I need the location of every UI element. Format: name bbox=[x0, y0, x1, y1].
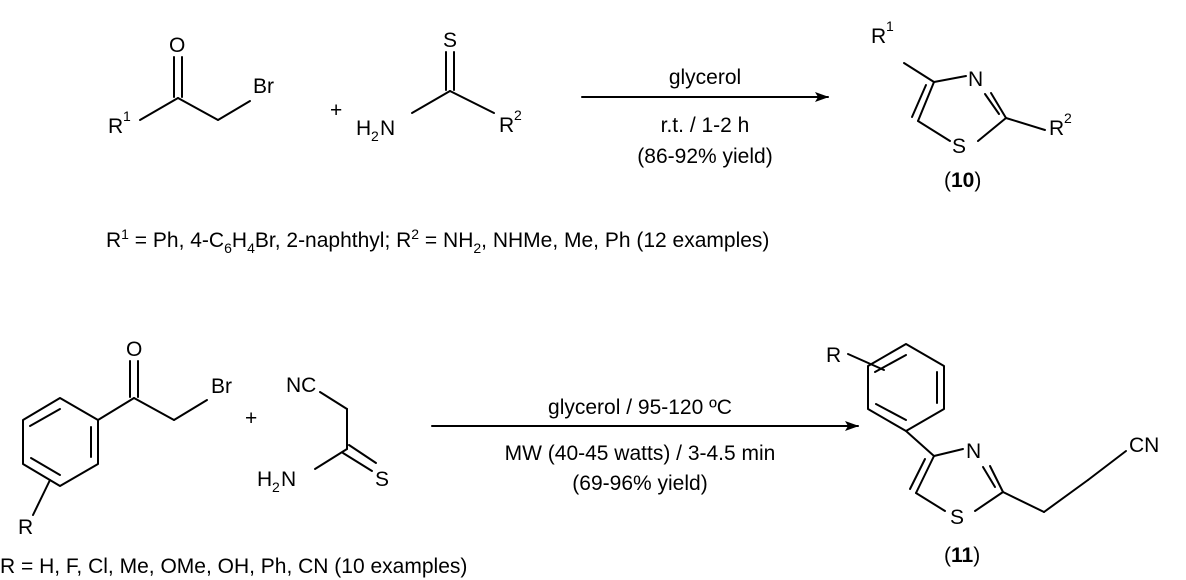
conditions-reagent: glycerol bbox=[669, 66, 741, 89]
atom-o: O bbox=[126, 338, 142, 361]
bond bbox=[984, 93, 1000, 115]
bond bbox=[989, 465, 1004, 493]
bond bbox=[911, 84, 927, 118]
scheme1-thiazole-product: R 1 N S R 2 (10) bbox=[871, 18, 1072, 192]
bond bbox=[1005, 117, 1046, 131]
atom-br: Br bbox=[211, 375, 232, 398]
compound-label-10: (10) bbox=[944, 169, 981, 192]
bond bbox=[933, 448, 964, 457]
bond bbox=[139, 97, 179, 121]
bond bbox=[97, 397, 135, 421]
bond bbox=[314, 448, 348, 470]
conditions-time: r.t. / 1-2 h bbox=[661, 114, 750, 137]
bond bbox=[173, 399, 208, 421]
atom-r2-sup: 2 bbox=[1064, 110, 1072, 126]
bond bbox=[974, 491, 1004, 512]
bond bbox=[411, 90, 451, 114]
bond bbox=[319, 391, 348, 410]
bond bbox=[933, 75, 967, 83]
bond bbox=[977, 117, 1007, 142]
bond bbox=[874, 354, 907, 373]
atom-h2n-n: N bbox=[380, 117, 395, 140]
bond bbox=[133, 397, 175, 421]
scheme1-thioamide: S H 2 N R 2 bbox=[356, 29, 522, 144]
benzene-ring bbox=[22, 397, 99, 487]
bond bbox=[903, 62, 935, 83]
conditions-yield: (69-96% yield) bbox=[572, 472, 707, 495]
atom-cn: CN bbox=[1129, 434, 1159, 457]
bond bbox=[915, 455, 935, 494]
atom-h2n-h: H bbox=[356, 117, 371, 140]
atom-n: N bbox=[966, 440, 981, 463]
conditions-line1: glycerol / 95-120 ºC bbox=[548, 396, 732, 419]
scheme1: O Br R 1 + S H 2 N R 2 glycerol r.t. / 1… bbox=[106, 18, 1072, 256]
plus-sign: + bbox=[245, 407, 257, 430]
conditions-yield: (86-92% yield) bbox=[637, 145, 772, 168]
bond bbox=[982, 466, 996, 488]
bond bbox=[909, 458, 926, 490]
atom-nc: NC bbox=[286, 374, 316, 397]
atom-h2n-2: 2 bbox=[272, 479, 280, 495]
atom-s: S bbox=[950, 506, 964, 529]
scheme2-bromoacetophenone: O Br R bbox=[18, 338, 232, 539]
scheme2-thiazole-product: R N S CN (11) bbox=[826, 343, 1159, 567]
bond bbox=[342, 452, 373, 472]
atom-s: S bbox=[375, 468, 389, 491]
bond bbox=[1002, 491, 1045, 513]
bond bbox=[348, 444, 377, 464]
bond bbox=[29, 408, 61, 427]
bond bbox=[1043, 479, 1089, 513]
atom-r1-sup: 1 bbox=[886, 18, 894, 34]
bond bbox=[30, 457, 61, 476]
atom-r2-sup: 2 bbox=[514, 107, 522, 123]
scheme1-bromoketone: O Br R 1 bbox=[108, 34, 274, 138]
bond bbox=[917, 120, 951, 142]
atom-h2n-n: N bbox=[281, 468, 296, 491]
bond bbox=[449, 90, 495, 114]
atom-r1: R bbox=[871, 25, 886, 48]
atom-s: S bbox=[952, 135, 966, 158]
bond bbox=[847, 353, 885, 371]
atom-r2: R bbox=[1049, 117, 1064, 140]
atom-r: R bbox=[826, 344, 841, 367]
benzene-ring bbox=[867, 343, 945, 432]
scope-text: R1 = Ph, 4-C6H4Br, 2-naphthyl; R2 = NH2,… bbox=[106, 226, 769, 256]
atom-o: O bbox=[169, 34, 185, 57]
atom-h2n-2: 2 bbox=[371, 128, 379, 144]
atom-r1: R bbox=[108, 115, 123, 138]
atom-r1-sup: 1 bbox=[123, 108, 131, 124]
atom-r2: R bbox=[499, 114, 514, 137]
atom-br: Br bbox=[253, 75, 274, 98]
compound-label-11: (11) bbox=[944, 544, 980, 567]
atom-n: N bbox=[968, 68, 983, 91]
atom-s: S bbox=[443, 29, 457, 52]
bond bbox=[875, 403, 907, 421]
bond bbox=[990, 92, 1007, 119]
bond bbox=[217, 100, 251, 121]
bond bbox=[32, 479, 51, 516]
plus-sign: + bbox=[330, 99, 342, 122]
conditions-line2: MW (40-45 watts) / 3-4.5 min bbox=[505, 442, 776, 465]
bond bbox=[915, 492, 946, 512]
bond bbox=[917, 81, 935, 122]
bond bbox=[177, 97, 219, 121]
scheme2-cyanothioacetamide: NC H 2 N S bbox=[257, 374, 389, 495]
scheme2: O Br R + NC H 2 N S glycerol / 95-120 ºC… bbox=[0, 338, 1159, 578]
atom-h2n-h: H bbox=[257, 468, 272, 491]
bond bbox=[905, 430, 935, 457]
bond bbox=[1087, 450, 1127, 481]
atom-r: R bbox=[18, 516, 33, 539]
scope-text: R = H, F, Cl, Me, OMe, OH, Ph, CN (10 ex… bbox=[0, 555, 467, 578]
